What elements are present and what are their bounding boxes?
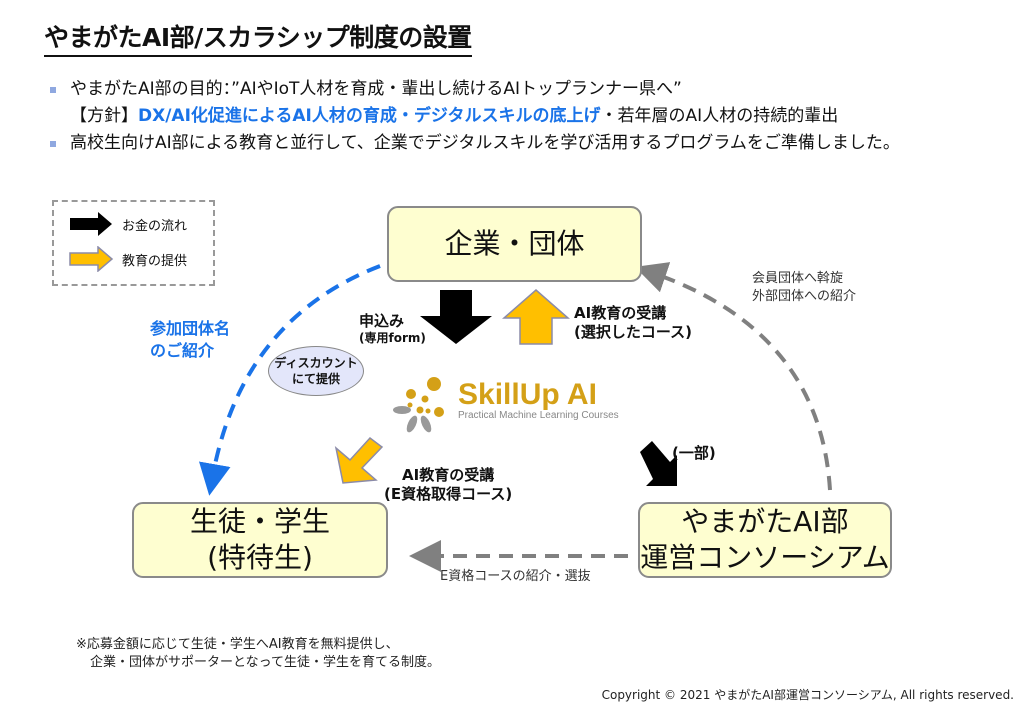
black-arrow-icon xyxy=(70,212,112,236)
bullet-policy: 【方針】DX/AI化促進によるAI人材の育成・デジタルスキルの底上げ・若年層のA… xyxy=(48,103,900,130)
discount-line2: にて提供 xyxy=(291,372,340,386)
legend-education: 教育の提供 xyxy=(68,246,187,272)
footnote-line2: 企業・団体がサポーターとなって生徒・学生を育てる制度。 xyxy=(90,655,440,670)
intro-label: 参加団体名 のご紹介 xyxy=(150,318,230,362)
discount-line1: ディスカウント xyxy=(274,356,358,370)
member-dashed-curve xyxy=(634,262,832,491)
partial-money-arrow xyxy=(640,441,677,486)
bullet-program: 高校生向けAI部による教育と並行して、企業でデジタルスキルを学び活用するプログラ… xyxy=(48,130,900,157)
bullet-marker-icon xyxy=(50,87,56,93)
student-node: 生徒・学生 (特待生) xyxy=(132,502,388,578)
e-course-label-line1: AI教育の受講 xyxy=(402,466,495,484)
company-node-label: 企業・団体 xyxy=(444,227,585,260)
copyright: Copyright © 2021 やまがたAI部運営コンソーシアム, All r… xyxy=(601,688,1014,702)
intro-dashed-curve xyxy=(199,264,381,496)
legend: お金の流れ 教育の提供 xyxy=(52,200,215,286)
student-node-line1: 生徒・学生 xyxy=(189,505,330,538)
ai-course-label-line1: AI教育の受講 xyxy=(574,304,667,322)
logo-tagline: Practical Machine Learning Courses xyxy=(458,410,619,421)
apply-label-line1: 申込み xyxy=(359,312,405,330)
logo-name: SkillUp AI xyxy=(458,378,597,411)
policy-suffix: ・若年層のAI人材の持続的輩出 xyxy=(600,106,839,126)
ai-course-edu-arrow xyxy=(502,289,570,345)
apply-label: 申込み (専用form) xyxy=(359,312,426,346)
member-label: 会員団体へ斡旋 外部団体への紹介 xyxy=(752,270,856,306)
consortium-node-line2: 運営コンソーシアム xyxy=(640,541,890,574)
discount-bubble: ディスカウント にて提供 xyxy=(268,346,364,396)
ai-course-label-line2: (選択したコース) xyxy=(574,323,692,341)
consortium-node: やまがたAI部 運営コンソーシアム xyxy=(638,502,892,578)
program-text: 高校生向けAI部による教育と並行して、企業でデジタルスキルを学び活用するプログラ… xyxy=(70,133,900,153)
intro-label-line2: のご紹介 xyxy=(150,341,215,360)
apply-label-line2: (専用form) xyxy=(359,331,426,345)
ai-course-label: AI教育の受講 (選択したコース) xyxy=(574,304,692,342)
yellow-arrow-icon xyxy=(69,246,114,272)
company-node: 企業・団体 xyxy=(387,206,642,282)
objective-text: やまがたAI部の目的：”AIやIoT人材を育成・輩出し続けるAIトップランナー県… xyxy=(70,79,682,99)
e-course-label: AI教育の受講 (E資格取得コース) xyxy=(384,466,512,504)
policy-highlight: DX/AI化促進によるAI人材の育成・デジタルスキルの底上げ xyxy=(138,106,601,126)
intro-label-line1: 参加団体名 xyxy=(150,319,231,338)
legend-education-label: 教育の提供 xyxy=(122,253,188,269)
legend-money: お金の流れ xyxy=(68,211,187,237)
bullet-objective: やまがたAI部の目的：”AIやIoT人材を育成・輩出し続けるAIトップランナー県… xyxy=(48,76,900,103)
partial-label: (一部) xyxy=(672,444,716,462)
e-course-edu-arrow xyxy=(334,436,384,484)
skillup-logo-icon xyxy=(393,377,444,433)
skillup-logo: SkillUp AI Practical Machine Learning Co… xyxy=(458,380,619,422)
policy-prefix: 【方針】 xyxy=(70,106,138,126)
footnote: ※応募金額に応じて生徒・学生へAI教育を無料提供し、 企業・団体がサポーターとな… xyxy=(76,636,440,672)
e-intro-label: E資格コースの紹介・選抜 xyxy=(440,569,591,584)
legend-money-label: お金の流れ xyxy=(122,218,188,234)
student-node-line2: (特待生) xyxy=(207,541,313,574)
apply-money-arrow xyxy=(420,290,492,344)
e-course-label-line2: (E資格取得コース) xyxy=(384,485,513,503)
member-label-line1: 会員団体へ斡旋 xyxy=(752,271,844,286)
consortium-node-line1: やまがたAI部 xyxy=(681,505,849,538)
page-title: やまがたAI部/スカラシップ制度の設置 xyxy=(44,22,472,57)
footnote-line1: ※応募金額に応じて生徒・学生へAI教育を無料提供し、 xyxy=(76,637,399,652)
member-label-line2: 外部団体への紹介 xyxy=(752,289,857,304)
bullet-marker-icon xyxy=(50,141,56,147)
objective-bullets: やまがたAI部の目的：”AIやIoT人材を育成・輩出し続けるAIトップランナー県… xyxy=(48,76,900,157)
